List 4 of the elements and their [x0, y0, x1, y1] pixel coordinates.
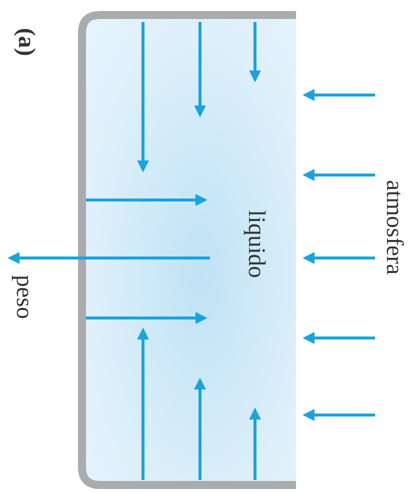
atmosphere-label: atmosfera [382, 180, 406, 275]
panel-label: (a) [14, 28, 38, 56]
liquid-label: liquido [244, 210, 268, 278]
weight-label: peso [12, 275, 36, 319]
